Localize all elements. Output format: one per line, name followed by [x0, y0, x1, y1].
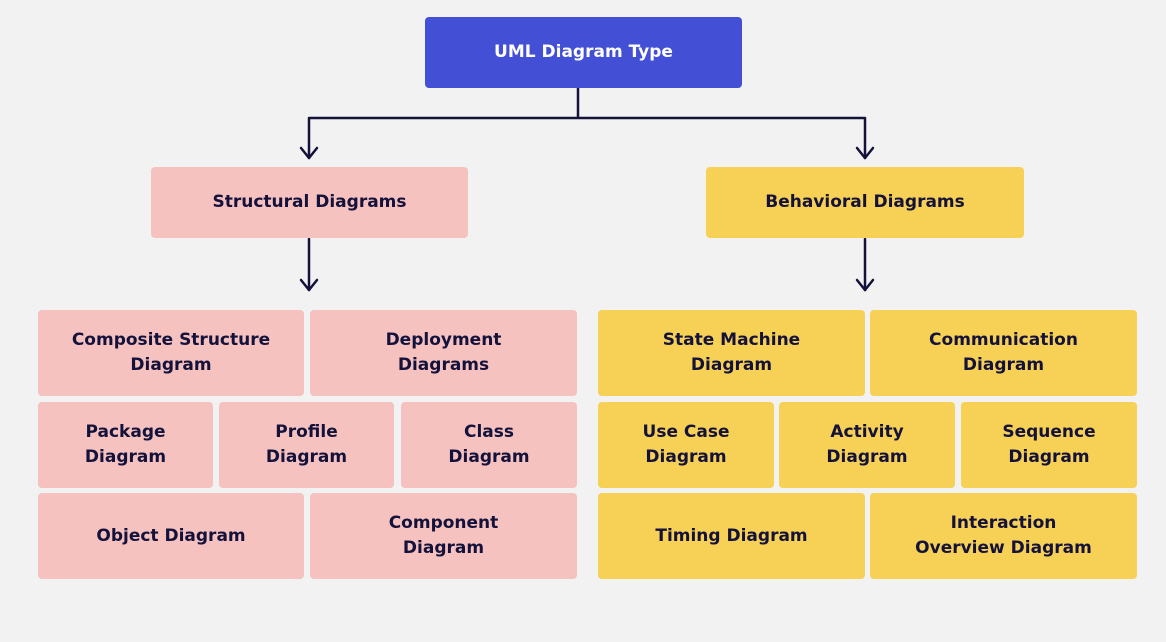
sequence-diagram-node: Sequence Diagram	[961, 402, 1137, 488]
node-label-line2: Diagram	[265, 447, 348, 467]
node-label-line2: Diagram	[962, 355, 1045, 375]
timing-diagram-node: Timing Diagram	[598, 493, 865, 579]
node-label-line1: Use Case	[642, 422, 730, 442]
node-label-line1: State Machine	[662, 330, 801, 350]
node-label-line1: Timing Diagram	[655, 525, 808, 546]
node-label-line1: Object Diagram	[96, 525, 246, 546]
node-label-line1: Class	[463, 422, 514, 442]
use-case-diagram-node: Use Case Diagram	[598, 402, 774, 488]
node-label-line2: Diagrams	[397, 355, 490, 375]
node-label-line1: Activity	[830, 422, 904, 442]
class-diagram-node: Class Diagram	[401, 402, 577, 488]
activity-diagram-node: Activity Diagram	[779, 402, 955, 488]
node-label-line2: Diagram	[84, 447, 167, 467]
behavioral-diagrams-label: Behavioral Diagrams	[765, 192, 965, 212]
deployment-diagrams-node: Deployment Diagrams	[310, 310, 577, 396]
arrow-to-structural	[299, 146, 319, 160]
behavioral-diagrams-node: Behavioral Diagrams	[706, 167, 1024, 238]
root-connector	[307, 86, 867, 160]
node-label-line1: Interaction	[950, 513, 1057, 533]
profile-diagram-node: Profile Diagram	[219, 402, 394, 488]
arrow-to-behavioral	[855, 146, 875, 160]
arrow-to-structural-group	[299, 278, 319, 292]
structural-diagrams-label: Structural Diagrams	[212, 192, 407, 212]
node-label-line1: Deployment	[385, 330, 502, 350]
root-node: UML Diagram Type	[425, 17, 742, 88]
node-label-line1: Composite Structure	[71, 330, 271, 350]
package-diagram-node: Package Diagram	[38, 402, 213, 488]
node-label-line2: Diagram	[645, 447, 727, 467]
communication-diagram-node: Communication Diagram	[870, 310, 1137, 396]
arrow-to-behavioral-group	[855, 278, 875, 292]
node-label-line2: Diagram	[690, 355, 773, 375]
structural-diagrams-node: Structural Diagrams	[151, 167, 468, 238]
state-machine-diagram-node: State Machine Diagram	[598, 310, 865, 396]
composite-structure-diagram-node: Composite Structure Diagram	[38, 310, 304, 396]
object-diagram-node: Object Diagram	[38, 493, 304, 579]
root-label: UML Diagram Type	[494, 42, 673, 62]
node-label-line1: Package	[85, 422, 166, 442]
node-label-line1: Component	[388, 513, 499, 533]
node-label-line2: Diagram	[402, 538, 485, 558]
node-label-line2: Diagram	[130, 355, 212, 375]
node-label-line2: Overview Diagram	[915, 538, 1092, 558]
node-label-line2: Diagram	[826, 447, 908, 467]
node-label-line2: Diagram	[1008, 447, 1090, 467]
node-label-line1: Sequence	[1002, 422, 1096, 442]
component-diagram-node: Component Diagram	[310, 493, 577, 579]
interaction-overview-diagram-node: Interaction Overview Diagram	[870, 493, 1137, 579]
node-label-line1: Profile	[275, 422, 338, 442]
node-label-line2: Diagram	[448, 447, 530, 467]
node-label-line1: Communication	[929, 330, 1078, 350]
